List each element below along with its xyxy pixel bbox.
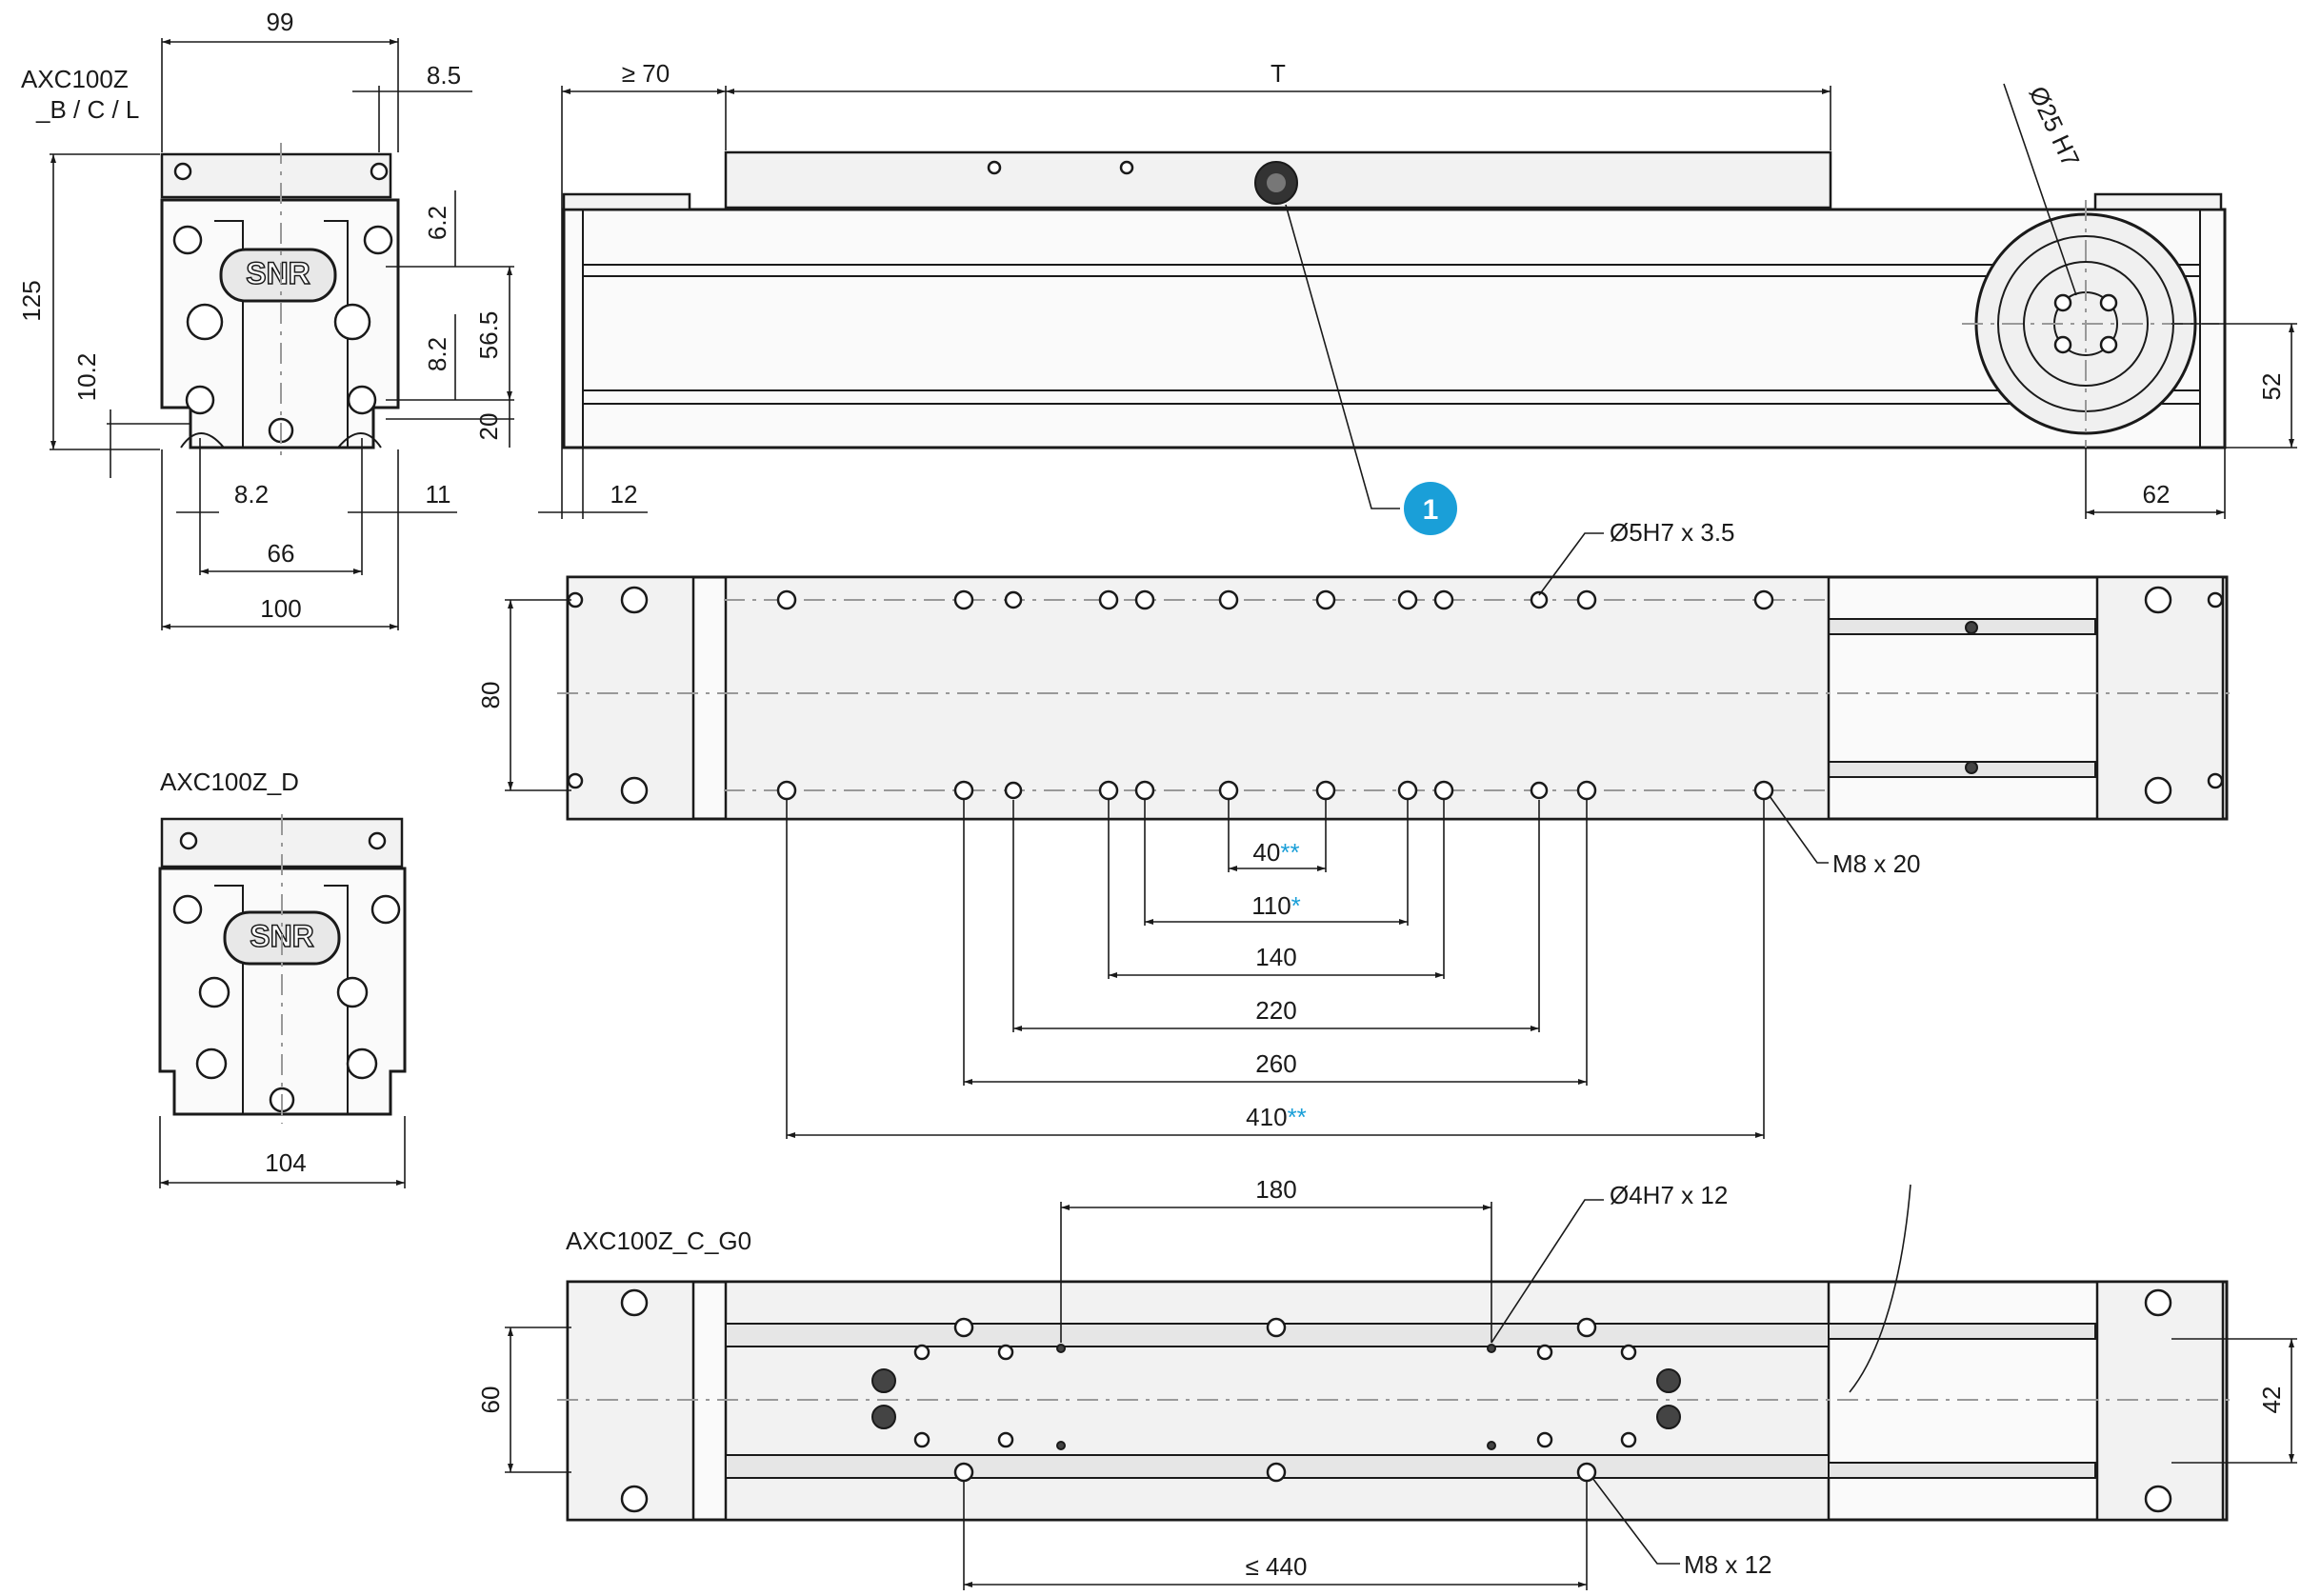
end-view-d-hole xyxy=(370,894,401,925)
end-view-hole xyxy=(347,385,377,415)
dim-80: 80 xyxy=(476,682,505,709)
dim-8-2-right: 8.2 xyxy=(423,337,451,371)
bottom-pin-hole-label: Ø4H7 x 12 xyxy=(1610,1181,1728,1209)
bottom-view-holes xyxy=(913,1317,1637,1483)
end-view-title-line2: _B / C / L xyxy=(35,95,139,124)
spacing-220: 220 xyxy=(1255,996,1296,1025)
dim-62: 62 xyxy=(2143,480,2171,509)
dim-125: 125 xyxy=(17,280,46,321)
bottom-view-title: AXC100Z_C_G0 xyxy=(566,1227,751,1255)
shaft-dia: Ø25 H7 xyxy=(2024,82,2086,171)
end-view-d: AXC100Z_D SNR 104 xyxy=(158,768,407,1188)
end-view-hole xyxy=(173,162,192,181)
end-view-d-hole xyxy=(368,831,387,850)
end-view-hole xyxy=(363,225,393,255)
top-view-end-left xyxy=(566,575,695,821)
end-view-d-hole xyxy=(336,976,369,1008)
end-view-title-line1: AXC100Z xyxy=(21,65,129,93)
spacing-410: 410** xyxy=(1246,1103,1307,1131)
spacing-40: 40** xyxy=(1252,838,1299,867)
end-view-hole xyxy=(186,303,224,341)
dim-42: 42 xyxy=(2257,1387,2286,1414)
dim-12: 12 xyxy=(610,480,638,509)
end-view-d-hole xyxy=(172,894,203,925)
spacing-dims xyxy=(786,800,1765,1139)
end-view-hole xyxy=(172,225,203,255)
dim-20: 20 xyxy=(474,413,503,441)
dim-8-2-bottom: 8.2 xyxy=(234,480,269,509)
end-view-grooves xyxy=(214,220,349,448)
end-view-d-hole xyxy=(346,1047,378,1080)
end-view-d-hole xyxy=(179,831,198,850)
end-view-t-slots xyxy=(180,432,382,449)
dim-66: 66 xyxy=(268,539,295,568)
dim-104: 104 xyxy=(265,1148,306,1177)
dim-min-70: ≥ 70 xyxy=(622,59,670,88)
end-view-d-hole xyxy=(195,1047,228,1080)
dim-52: 52 xyxy=(2257,373,2286,401)
bottom-thread-label: M8 x 12 xyxy=(1684,1550,1772,1579)
dim-10-2: 10.2 xyxy=(72,353,101,402)
end-view-d-title: AXC100Z_D xyxy=(160,768,299,796)
dim-100: 100 xyxy=(260,594,301,623)
dim-8-5: 8.5 xyxy=(427,61,461,90)
top-view-carriage xyxy=(724,575,1831,821)
spacing-140: 140 xyxy=(1255,943,1296,971)
callout-1-badge xyxy=(1404,482,1457,535)
bottom-leader xyxy=(1849,1184,1911,1393)
dim-T: T xyxy=(1271,59,1286,88)
end-view-hole xyxy=(333,303,371,341)
bottom-view: AXC100Z_C_G0 180 Ø4H7 x 12 60 xyxy=(476,1175,2297,1590)
side-view-profile xyxy=(562,208,2227,449)
dim-99: 99 xyxy=(267,8,294,36)
dim-180: 180 xyxy=(1255,1175,1296,1204)
dim-60: 60 xyxy=(476,1387,505,1414)
spacing-110: 110* xyxy=(1251,891,1301,920)
dim-11: 11 xyxy=(426,480,451,509)
callout-1-number: 1 xyxy=(1423,494,1439,526)
end-view-cover xyxy=(160,152,392,199)
end-view-d-grooves xyxy=(214,885,349,1114)
top-view: 80 Ø5H7 x 3.5 M8 x 20 40** 110* 140 220 … xyxy=(476,518,2233,1139)
snr-logo-text: SNR xyxy=(246,256,310,290)
thread-label: M8 x 20 xyxy=(1832,849,1921,878)
end-view-hole xyxy=(370,162,389,181)
end-view-d-hole xyxy=(198,976,230,1008)
spacing-260: 260 xyxy=(1255,1049,1296,1078)
pin-hole-label: Ø5H7 x 3.5 xyxy=(1610,518,1735,547)
side-view: ≥ 70 T 12 52 62 Ø25 H7 1 xyxy=(538,59,2297,535)
dim-6-2: 6.2 xyxy=(423,206,451,240)
end-view-hole xyxy=(185,385,215,415)
end-view: AXC100Z _B / C / L SNR 99 8.5 125 xyxy=(17,8,514,630)
top-view-holes xyxy=(776,589,1774,801)
dim-max-440: ≤ 440 xyxy=(1246,1552,1308,1581)
snr-logo xyxy=(219,248,337,303)
dim-56-5: 56.5 xyxy=(474,311,503,360)
